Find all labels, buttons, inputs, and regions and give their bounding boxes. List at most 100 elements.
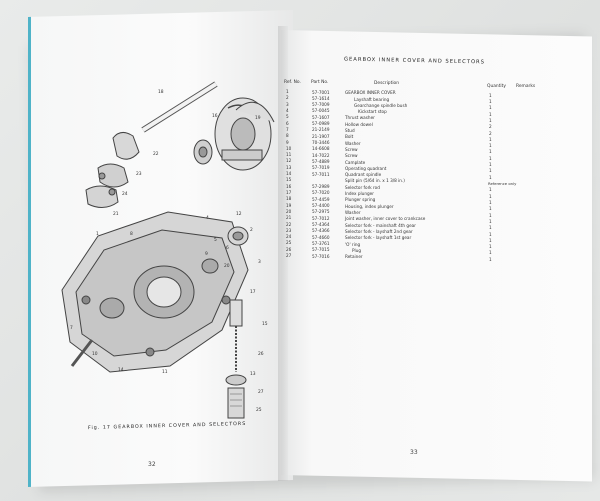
row-quantity: 1 (489, 136, 492, 142)
row-quantity: 1 (489, 149, 492, 155)
row-part-number: 21-1907 (312, 133, 330, 139)
stud-drawing (70, 339, 94, 367)
row-ref-number: 19 (286, 202, 292, 208)
callout-number: 7 (70, 326, 73, 331)
row-part-number: 57-7019 (312, 165, 330, 171)
row-description: Bolt (345, 134, 354, 140)
col-header-desc: Description (374, 81, 400, 86)
row-part-number: 57-0045 (312, 108, 330, 114)
row-quantity: 1 (489, 218, 492, 224)
row-ref-number: 18 (286, 196, 292, 202)
row-part-number: 57-4364 (312, 222, 330, 227)
row-quantity: 1 (489, 199, 492, 205)
row-ref-number: 14 (286, 171, 292, 177)
callout-number: 5 (214, 238, 217, 243)
row-part-number: 57-7016 (312, 253, 330, 259)
callout-number: 24 (122, 192, 128, 197)
camplate-drawing (214, 97, 275, 171)
row-part-number: 57-4889 (312, 158, 330, 164)
row-ref-number: 15 (286, 177, 292, 183)
row-part-number: 57-4366 (312, 228, 330, 234)
callout-number: 6 (226, 246, 229, 251)
row-description: Selector fork rod (345, 184, 380, 190)
row-quantity: 1 (489, 187, 492, 193)
row-description: Plunger spring (345, 197, 376, 203)
row-description: Selector fork - layshaft 2nd gear (345, 228, 413, 234)
row-description: Hollow dowel (345, 121, 373, 127)
row-ref-number: 20 (286, 208, 292, 214)
row-ref-number: 3 (286, 101, 289, 107)
row-quantity: 1 (489, 143, 492, 149)
callout-number: 26 (258, 352, 264, 357)
row-part-number: 57-7009 (312, 102, 330, 108)
row-quantity: 2 (489, 124, 492, 130)
row-quantity: 1 (489, 162, 492, 168)
row-ref-number: 16 (286, 183, 292, 189)
row-ref-number: 27 (286, 253, 292, 259)
row-description: Kickstart stop (358, 109, 387, 115)
row-ref-number: 8 (286, 133, 289, 139)
row-part-number: 57-3761 (312, 240, 330, 246)
row-quantity: 1 (489, 168, 492, 174)
callout-number: 12 (236, 212, 242, 217)
callout-number: 18 (158, 90, 164, 95)
book-gutter (278, 26, 288, 481)
row-ref-number: 9 (286, 139, 289, 145)
row-ref-number: 17 (286, 189, 292, 195)
row-description: 'O' ring (345, 241, 361, 247)
row-ref-number: 21 (286, 215, 292, 221)
callout-number: 16 (212, 114, 218, 119)
callout-number: 27 (258, 390, 264, 395)
col-header-part: Part No. (311, 80, 329, 85)
row-description: Stud (345, 127, 355, 133)
row-quantity: 1 (489, 111, 492, 117)
row-part-number: 57-7012 (312, 215, 330, 221)
row-part-number: 57-7001 (312, 89, 330, 95)
row-description: Selector fork - layshaft 1st gear (345, 235, 412, 241)
row-description: Operating quadrant (345, 165, 387, 171)
row-quantity: 2 (489, 130, 492, 136)
callout-number: 17 (250, 290, 256, 295)
callout-number: 9 (205, 252, 208, 257)
row-description: Gearchange spindle bush (354, 102, 408, 108)
row-quantity: 1 (489, 206, 492, 212)
row-part-number: 57-2975 (312, 209, 330, 215)
row-part-number: 57-7015 (312, 247, 330, 253)
row-quantity: 1 (489, 250, 492, 256)
row-part-number: 57-4400 (312, 203, 330, 209)
row-ref-number: 26 (286, 246, 292, 252)
quadrant-gear-drawing (193, 139, 213, 165)
row-ref-number: 10 (286, 145, 292, 151)
callout-number: 25 (256, 408, 262, 413)
callout-number: 15 (262, 322, 268, 327)
row-description: Camplate (345, 159, 366, 165)
callout-number: 22 (153, 152, 159, 157)
row-quantity: 1 (489, 193, 492, 199)
row-ref-number: 2 (286, 95, 289, 101)
row-description: Selector fork - mainshaft 4th gear (345, 222, 416, 228)
row-quantity: 1 (489, 105, 492, 111)
callout-number: 4 (206, 216, 209, 221)
selector-forks-drawing (85, 132, 140, 208)
row-ref-number: 23 (286, 227, 292, 233)
row-quantity: 1 (489, 92, 492, 98)
row-part-number: 14-7022 (312, 152, 330, 158)
row-part-number: 57-1607 (312, 114, 330, 120)
selector-fork-rod-drawing (141, 81, 218, 133)
row-ref-number: 25 (286, 240, 292, 246)
callout-number: 3 (258, 260, 261, 265)
row-ref-number: 6 (286, 120, 289, 126)
row-description: Screw (345, 153, 358, 159)
col-header-remarks: Remarks (516, 84, 536, 89)
callout-number: 13 (250, 372, 256, 377)
row-ref-number: 5 (286, 114, 289, 120)
callout-number: 19 (255, 116, 261, 121)
row-description: Housing, index plunger (345, 203, 394, 209)
row-description: Quadrant spindle (345, 172, 382, 178)
row-ref-number: 22 (286, 221, 292, 227)
callout-number: 20 (224, 264, 230, 269)
row-ref-number: 4 (286, 107, 289, 113)
row-ref-number: 13 (286, 164, 292, 170)
row-description: Washer (345, 209, 361, 215)
